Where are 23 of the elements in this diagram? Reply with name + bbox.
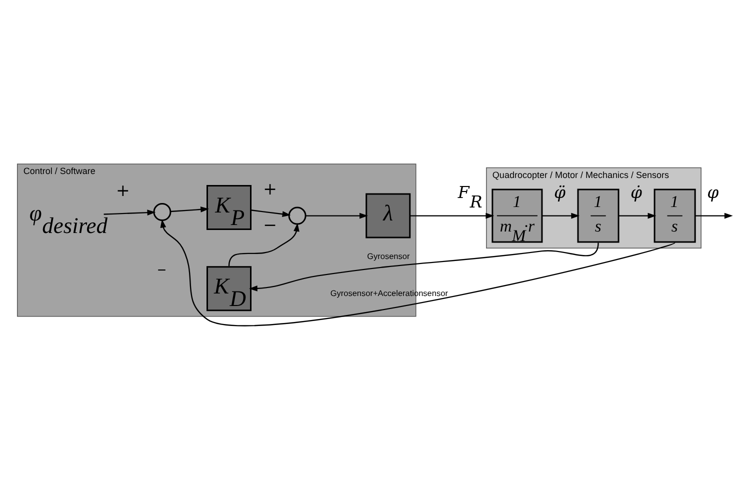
arrow bbox=[248, 242, 599, 292]
node-box: λ bbox=[366, 193, 411, 238]
edge-label: φ bbox=[707, 183, 719, 202]
node-circle bbox=[288, 206, 306, 225]
node-circle bbox=[153, 203, 172, 222]
edge-label: + bbox=[263, 179, 277, 198]
arrow bbox=[542, 212, 580, 219]
node-box: 1 s bbox=[654, 188, 696, 243]
arrow bbox=[104, 210, 156, 216]
arrow bbox=[695, 212, 733, 219]
arrow bbox=[250, 210, 291, 217]
arrow bbox=[306, 212, 368, 219]
label: − bbox=[157, 262, 166, 280]
arrow bbox=[228, 223, 300, 266]
node-box: 1 s bbox=[577, 188, 620, 243]
edge-label: φ̈ bbox=[554, 183, 566, 202]
arrow bbox=[618, 212, 656, 219]
edge-label: Gyrosensor bbox=[367, 252, 410, 262]
edge-label: + bbox=[116, 180, 130, 200]
arrow bbox=[410, 212, 494, 219]
arrow bbox=[170, 206, 210, 212]
edge-label: − bbox=[263, 216, 277, 234]
edge-label: φ̇ bbox=[630, 183, 642, 202]
